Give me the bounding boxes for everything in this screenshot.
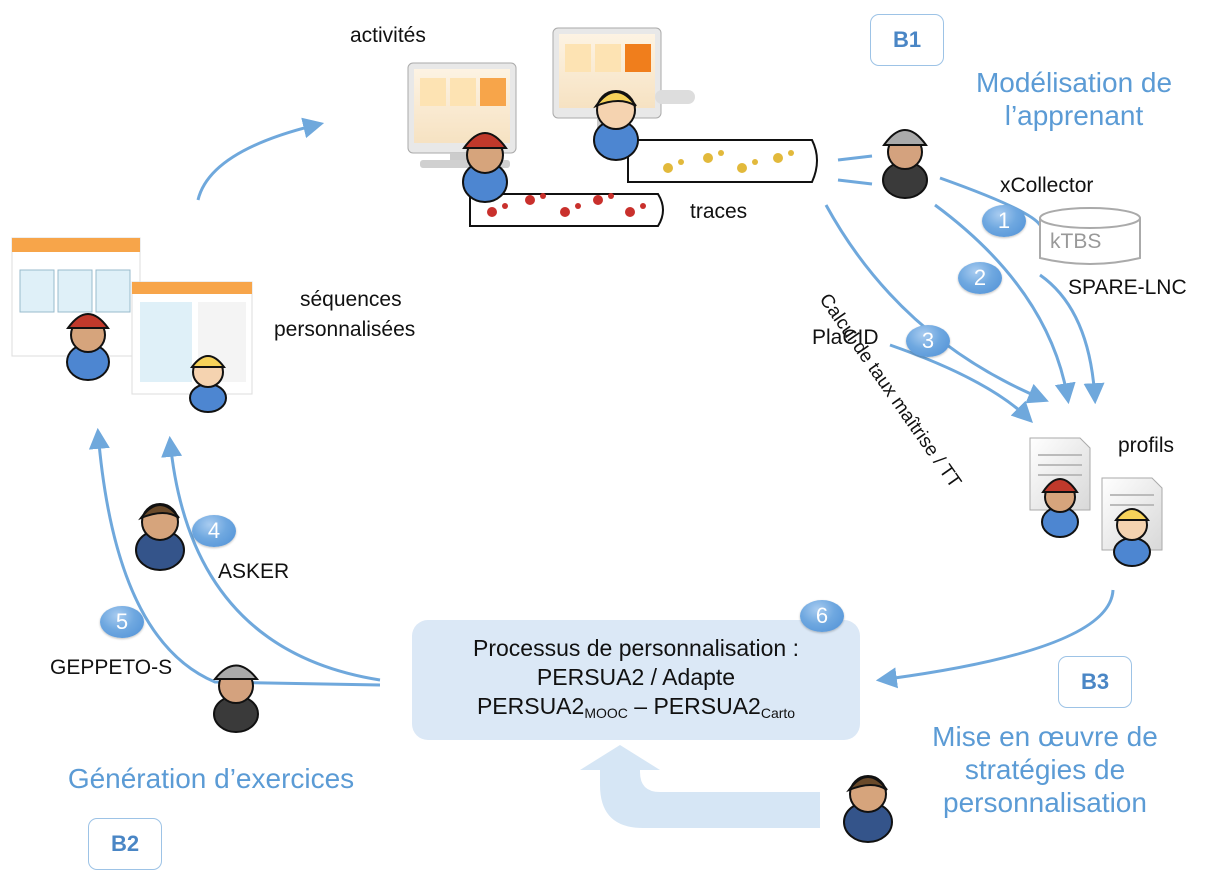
b1-tag: B1 [870, 14, 944, 66]
label-asker: ASKER [218, 560, 290, 583]
arrow-placid-2 [889, 343, 1033, 423]
learner-blond-icon [593, 90, 639, 161]
step-6-badge: 6 [800, 600, 844, 632]
label-activites: activités [350, 24, 426, 47]
teacher-brown-hair-icon [843, 775, 893, 843]
observer-grey-hat-icon [212, 664, 260, 733]
traces-strip-yellow [627, 139, 818, 183]
process-line3-a: PERSUA2 [476, 693, 585, 719]
arrow-calcul [934, 203, 1076, 405]
step-4-badge: 4 [192, 515, 236, 547]
step-1-badge: 1 [982, 205, 1026, 237]
teacher-brown-hair-icon [135, 503, 185, 571]
b3-title-line3: personnalisation [943, 787, 1147, 818]
process-box: Processus de personnalisation : PERSUA2 … [412, 620, 860, 740]
computer-monitor-icon [552, 27, 695, 128]
label-xcollector: xCollector [1000, 174, 1094, 197]
observer-grey-hat-icon [882, 129, 928, 199]
b1-title-line1: Modélisation de [975, 67, 1173, 98]
b1-title: Modélisation de l’apprenant [958, 66, 1190, 132]
process-line2: PERSUA2 / Adapte [536, 664, 736, 690]
label-sequences-2: personnalisées [274, 318, 416, 341]
label-profils: profils [1118, 434, 1175, 457]
b2-tag: B2 [88, 818, 162, 870]
profile-document-icon [1029, 437, 1091, 538]
label-spare-lnc: SPARE-LNC [1068, 276, 1187, 299]
ktbs-database-icon [1039, 207, 1141, 265]
step-2-badge: 2 [958, 262, 1002, 294]
learner-red-cap-icon [66, 313, 110, 381]
process-line3-b: PERSUA2 [653, 693, 761, 719]
feedback-fat-arrow [580, 745, 820, 828]
sequence-screen-icon [131, 281, 253, 395]
b3-title: Mise en œuvre de stratégies de personnal… [914, 720, 1176, 819]
b3-tag: B3 [1058, 656, 1132, 708]
arrow-sequences-to-activites [196, 117, 325, 201]
process-line1: Processus de personnalisation : [472, 635, 800, 661]
arrow-spare-lnc [1039, 273, 1105, 405]
arrow-placid [824, 204, 1049, 404]
label-ktbs: kTBS [1050, 230, 1102, 253]
process-line3-b-sub: Carto [760, 705, 796, 721]
process-line3-a-sub: MOOC [584, 705, 628, 721]
learner-red-cap-icon [462, 132, 508, 203]
b2-title: Génération d’exercices [67, 763, 355, 794]
step-3-badge: 3 [906, 325, 950, 357]
arrow-asker [161, 435, 381, 682]
b1-title-line2: l’apprenant [1004, 100, 1144, 131]
learner-blond-icon [189, 355, 227, 413]
traces-strip-red [469, 193, 664, 227]
label-sequences-1: séquences [300, 288, 402, 311]
label-placid: PlaCID [812, 326, 879, 349]
arrow-traces-to-observer [837, 154, 873, 162]
profile-document-icon [1101, 477, 1163, 567]
arrow-geppeto [88, 427, 381, 687]
b3-title-line1: Mise en œuvre de [932, 721, 1158, 752]
process-line3: PERSUA2MOOC – PERSUA2Carto [412, 692, 860, 728]
arrow-traces-to-observer-2 [837, 178, 873, 186]
b3-title-line2: stratégies de [964, 754, 1126, 785]
label-traces: traces [690, 200, 748, 223]
step-5-badge: 5 [100, 606, 144, 638]
process-line3-sep: – [627, 693, 654, 719]
label-geppeto: GEPPETO-S [50, 656, 173, 679]
arrow-profils-to-process [875, 589, 1115, 689]
